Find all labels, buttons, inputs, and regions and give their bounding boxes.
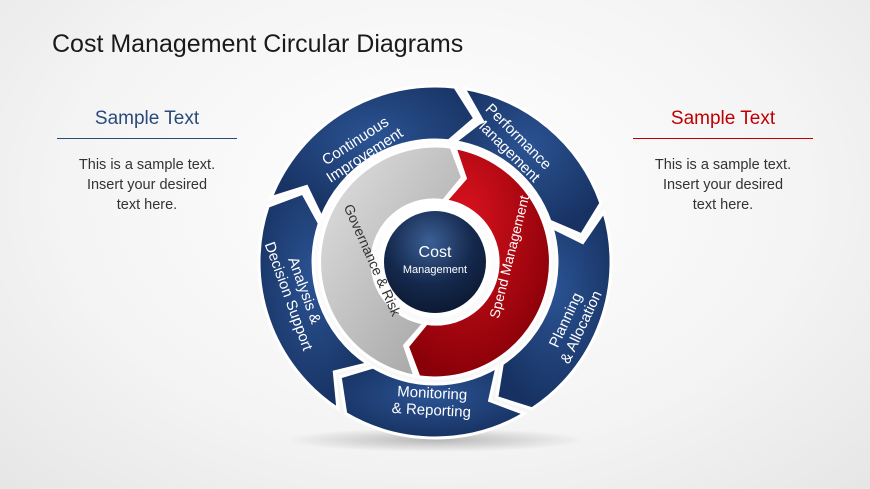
left-body-line: This is a sample text. — [78, 157, 216, 173]
outer-segment-continuous-improvement — [268, 84, 477, 222]
right-body-line: text here. — [692, 197, 754, 213]
right-heading: Sample Text — [633, 108, 813, 139]
left-body-line: Insert your desired — [86, 177, 208, 193]
svg-text:Monitoring: Monitoring — [397, 383, 468, 404]
outer-segment-planning-allocation — [495, 208, 613, 411]
center-label-line2: Management — [403, 264, 467, 276]
inner-segment-spend-management — [405, 145, 552, 380]
right-body-line: Insert your desired — [662, 177, 784, 193]
svg-text:& Reporting: & Reporting — [391, 400, 471, 421]
outer-segment-analysis-decision-support — [257, 191, 372, 412]
right-text-panel: Sample Text This is a sample text. Inser… — [633, 108, 813, 215]
left-body-line: text here. — [116, 197, 178, 213]
left-text-panel: Sample Text This is a sample text. Inser… — [57, 108, 237, 215]
outer-segment-performance-management — [451, 86, 603, 237]
diagram-shadow — [285, 428, 585, 452]
inner-segment-governance-risk — [318, 144, 465, 379]
left-body: This is a sample text. Insert your desir… — [57, 155, 237, 215]
outer-segment-monitoring-reporting — [338, 364, 528, 440]
right-body-line: This is a sample text. — [654, 157, 792, 173]
left-heading: Sample Text — [57, 108, 237, 139]
slide-title: Cost Management Circular Diagrams — [52, 30, 464, 58]
center-label-line1: Cost — [419, 244, 452, 261]
center-circle — [384, 211, 486, 313]
right-body: This is a sample text. Insert your desir… — [633, 155, 813, 215]
segment-label-monitoring-reporting: Monitoring & Reporting — [391, 383, 471, 421]
